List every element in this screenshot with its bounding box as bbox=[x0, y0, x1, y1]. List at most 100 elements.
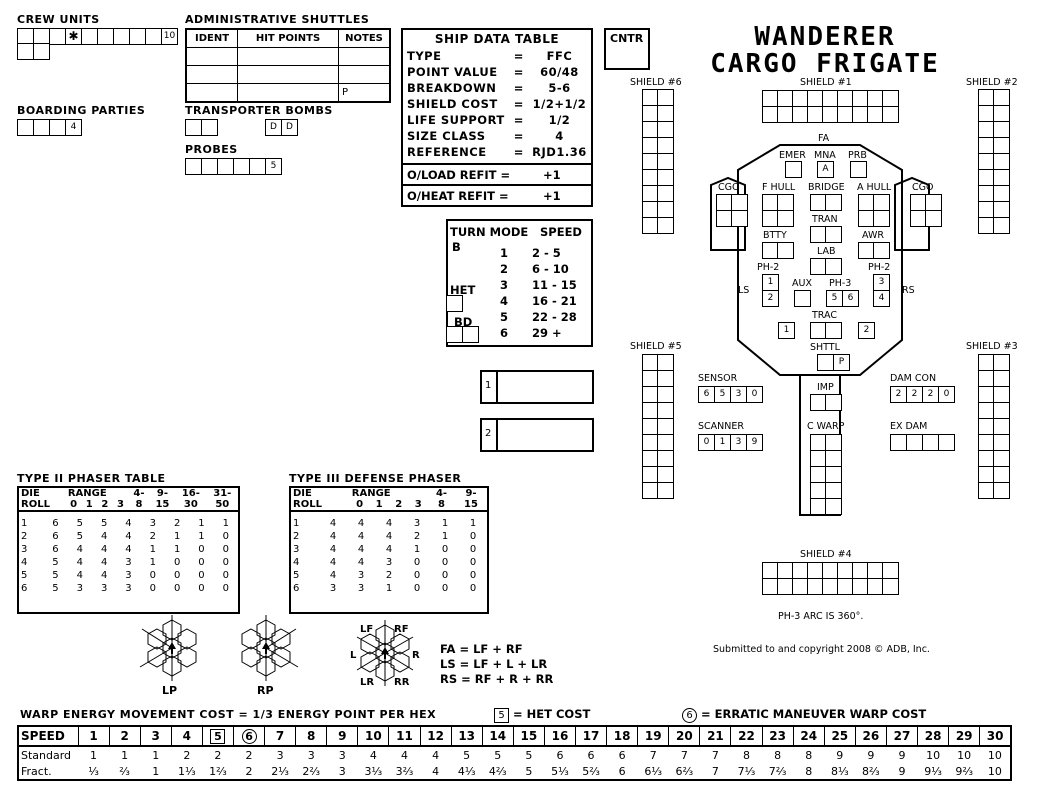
shield-6-box[interactable] bbox=[657, 89, 674, 106]
shield-3-box[interactable] bbox=[993, 466, 1010, 483]
shield-5-box[interactable] bbox=[657, 418, 674, 435]
exdam-box[interactable] bbox=[938, 434, 955, 451]
shield-6-box[interactable] bbox=[657, 201, 674, 218]
boarding-box[interactable] bbox=[17, 119, 34, 136]
cntr-box[interactable]: CNTR bbox=[604, 28, 650, 70]
scanner-box[interactable]: 1 bbox=[714, 434, 731, 451]
ph3-box[interactable]: 5 bbox=[826, 290, 843, 307]
shield-3-box[interactable] bbox=[993, 386, 1010, 403]
probe-box[interactable] bbox=[201, 158, 218, 175]
shuttle-cell[interactable] bbox=[185, 65, 238, 84]
het-box[interactable] bbox=[446, 295, 463, 312]
shield-5-box[interactable] bbox=[657, 434, 674, 451]
sensor-box[interactable]: 5 bbox=[714, 386, 731, 403]
shield-3-box[interactable] bbox=[993, 370, 1010, 387]
shield-3-box[interactable] bbox=[993, 354, 1010, 371]
crew-box[interactable] bbox=[129, 28, 146, 45]
bridge-box[interactable] bbox=[825, 194, 842, 211]
cgo-box[interactable] bbox=[925, 210, 942, 227]
shttl-box[interactable]: P bbox=[833, 354, 850, 371]
shield-4-box[interactable] bbox=[882, 562, 899, 579]
shield-1-box[interactable] bbox=[882, 106, 899, 123]
ph2-box[interactable]: 4 bbox=[873, 290, 890, 307]
shield-2-box[interactable] bbox=[993, 105, 1010, 122]
shield-3-box[interactable] bbox=[993, 482, 1010, 499]
boarding-box-last[interactable]: 4 bbox=[65, 119, 82, 136]
fhull-box[interactable] bbox=[777, 194, 794, 211]
lab-box[interactable] bbox=[825, 258, 842, 275]
probe-box[interactable] bbox=[233, 158, 250, 175]
shield-2-box[interactable] bbox=[993, 185, 1010, 202]
crew-box[interactable] bbox=[113, 28, 130, 45]
shield-5-box[interactable] bbox=[657, 482, 674, 499]
sensor-box[interactable]: 0 bbox=[746, 386, 763, 403]
aux-box[interactable] bbox=[794, 290, 811, 307]
shield-6-box[interactable] bbox=[657, 217, 674, 234]
sensor-box[interactable]: 3 bbox=[730, 386, 747, 403]
shuttle-cell[interactable] bbox=[185, 83, 238, 103]
shield-4-box[interactable] bbox=[882, 578, 899, 595]
cgo-box[interactable] bbox=[731, 210, 748, 227]
shield-1-box[interactable] bbox=[882, 90, 899, 107]
imp-box[interactable] bbox=[825, 394, 842, 411]
shield-5-box[interactable] bbox=[657, 354, 674, 371]
tractor-1-box[interactable]: 1 bbox=[778, 322, 795, 339]
shield-2-box[interactable] bbox=[993, 137, 1010, 154]
tractor-2-box[interactable]: 2 bbox=[858, 322, 875, 339]
fhull-box[interactable] bbox=[777, 210, 794, 227]
awr-box[interactable] bbox=[873, 242, 890, 259]
shield-6-box[interactable] bbox=[657, 121, 674, 138]
shield-5-box[interactable] bbox=[657, 402, 674, 419]
shuttle-note-p[interactable]: P bbox=[338, 83, 391, 103]
ph2-box[interactable]: 2 bbox=[762, 290, 779, 307]
shield-6-box[interactable] bbox=[657, 153, 674, 170]
shield-2-box[interactable] bbox=[993, 217, 1010, 234]
btty-box[interactable] bbox=[777, 242, 794, 259]
shield-6-box[interactable] bbox=[657, 137, 674, 154]
probe-box-last[interactable]: 5 bbox=[265, 158, 282, 175]
shield-6-box[interactable] bbox=[657, 105, 674, 122]
crew-box[interactable] bbox=[81, 28, 98, 45]
shield-3-box[interactable] bbox=[993, 434, 1010, 451]
boarding-box[interactable] bbox=[49, 119, 66, 136]
shuttle-cell[interactable] bbox=[185, 47, 238, 66]
shuttle-cell[interactable] bbox=[237, 65, 339, 84]
cwarp-box[interactable] bbox=[825, 466, 842, 483]
shield-3-box[interactable] bbox=[993, 402, 1010, 419]
prb-box[interactable] bbox=[850, 161, 867, 178]
shield-5-box[interactable] bbox=[657, 370, 674, 387]
damcon-box[interactable]: 2 bbox=[890, 386, 907, 403]
crew-box[interactable] bbox=[33, 43, 50, 60]
bd-box[interactable] bbox=[462, 326, 479, 343]
shield-2-box[interactable] bbox=[993, 121, 1010, 138]
shield-5-box[interactable] bbox=[657, 450, 674, 467]
crew-box-mark[interactable]: ✱ bbox=[65, 28, 82, 45]
crew-box[interactable] bbox=[97, 28, 114, 45]
exdam-box[interactable] bbox=[906, 434, 923, 451]
shttl-box[interactable] bbox=[817, 354, 834, 371]
shield-5-box[interactable] bbox=[657, 386, 674, 403]
dummy-bomb-box[interactable]: D bbox=[265, 119, 282, 136]
shield-5-box[interactable] bbox=[657, 466, 674, 483]
track-2-box[interactable]: 2 bbox=[480, 418, 594, 452]
ahull-box[interactable] bbox=[873, 194, 890, 211]
crew-box[interactable] bbox=[145, 28, 162, 45]
shield-6-box[interactable] bbox=[657, 169, 674, 186]
shield-2-box[interactable] bbox=[993, 169, 1010, 186]
cwarp-box[interactable] bbox=[825, 434, 842, 451]
shuttle-cell[interactable] bbox=[237, 47, 339, 66]
shuttle-cell[interactable] bbox=[338, 65, 391, 84]
ahull-box[interactable] bbox=[873, 210, 890, 227]
damcon-box[interactable]: 0 bbox=[938, 386, 955, 403]
damcon-box[interactable]: 2 bbox=[906, 386, 923, 403]
crew-box[interactable] bbox=[17, 43, 34, 60]
shield-3-box[interactable] bbox=[993, 450, 1010, 467]
shield-6-box[interactable] bbox=[657, 185, 674, 202]
probe-box[interactable] bbox=[185, 158, 202, 175]
probe-box[interactable] bbox=[217, 158, 234, 175]
tran-box[interactable] bbox=[825, 226, 842, 243]
crew-box[interactable] bbox=[49, 28, 66, 45]
sensor-box[interactable]: 6 bbox=[698, 386, 715, 403]
boarding-box[interactable] bbox=[33, 119, 50, 136]
shield-3-box[interactable] bbox=[993, 418, 1010, 435]
